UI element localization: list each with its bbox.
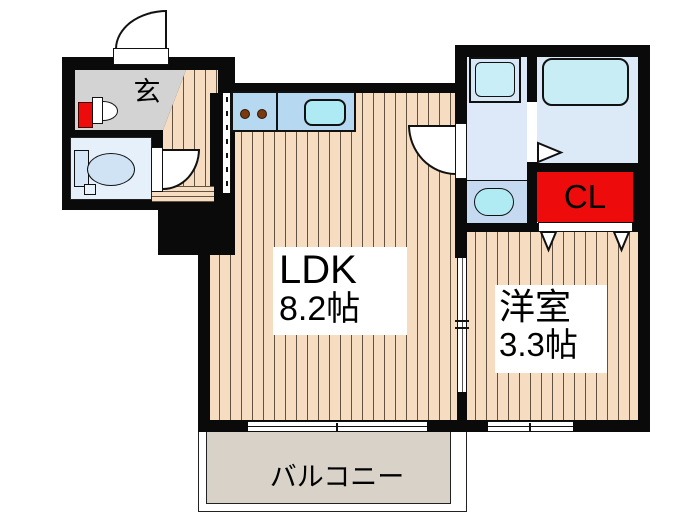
wall xyxy=(227,83,467,93)
bathroom-door-opening xyxy=(528,102,536,162)
ldk-window xyxy=(248,421,427,432)
toilet-room-floor xyxy=(70,137,152,200)
sliding-door-track xyxy=(226,97,228,189)
entrance-door-threshold xyxy=(113,48,169,65)
entrance-door-arc xyxy=(115,10,167,49)
wall xyxy=(455,45,467,123)
hallway-sliding-door xyxy=(222,93,231,193)
wall xyxy=(158,207,235,255)
toilet-door-leaf xyxy=(151,147,163,192)
kitchen-counter xyxy=(231,91,356,132)
bedroom-window xyxy=(488,421,573,432)
bedroom-size-label: 3.3帖 xyxy=(499,325,578,363)
wall xyxy=(457,392,467,422)
wall xyxy=(633,172,638,232)
bedroom-label: 洋室 xyxy=(499,286,572,327)
kitchen-sink-icon xyxy=(304,99,346,126)
window-tick xyxy=(336,423,338,431)
entrance-label: 玄 xyxy=(133,77,161,107)
closet xyxy=(537,172,633,222)
ldk-size-label: 8.2帖 xyxy=(279,290,361,328)
closet-label: CL xyxy=(563,178,607,215)
window-mid-line xyxy=(488,426,573,427)
washroom-door-leaf xyxy=(455,123,467,179)
wall xyxy=(198,248,210,432)
wall xyxy=(467,223,538,232)
balcony xyxy=(198,430,467,512)
toilet-flush-icon xyxy=(84,184,96,195)
wall xyxy=(527,57,537,102)
window-tick xyxy=(529,423,531,431)
hallway-step-floor xyxy=(152,186,214,202)
bedroom-label-box: 洋室 3.3帖 xyxy=(495,285,607,373)
sliding-door-line xyxy=(461,258,463,392)
wall xyxy=(527,162,537,232)
stove-burner-icon xyxy=(240,109,250,119)
washing-machine-drum xyxy=(475,62,515,97)
sliding-door-tick xyxy=(455,327,469,329)
closet-door-strip xyxy=(538,222,633,232)
ldk-label-box: LDK 8.2帖 xyxy=(273,247,407,335)
window-mid-line xyxy=(248,426,427,427)
counter-divider xyxy=(276,93,278,130)
balcony-label: バルコニー xyxy=(269,462,405,492)
toilet-bowl-icon xyxy=(87,153,135,186)
sliding-door-tick xyxy=(455,320,469,322)
stove-burner-icon xyxy=(257,109,267,119)
wall xyxy=(527,163,650,172)
wall xyxy=(455,45,650,57)
storage-box xyxy=(78,102,93,128)
washing-machine-icon xyxy=(469,57,521,103)
bedroom-sliding-door xyxy=(455,258,469,392)
washbasin-icon xyxy=(474,188,514,216)
wall xyxy=(638,45,650,432)
wall xyxy=(455,178,467,258)
entrance-block xyxy=(62,57,235,210)
balcony-floor xyxy=(206,431,451,504)
bathtub-icon xyxy=(542,58,629,106)
storage-door-leaf xyxy=(92,97,103,124)
ldk-label: LDK xyxy=(279,248,357,292)
